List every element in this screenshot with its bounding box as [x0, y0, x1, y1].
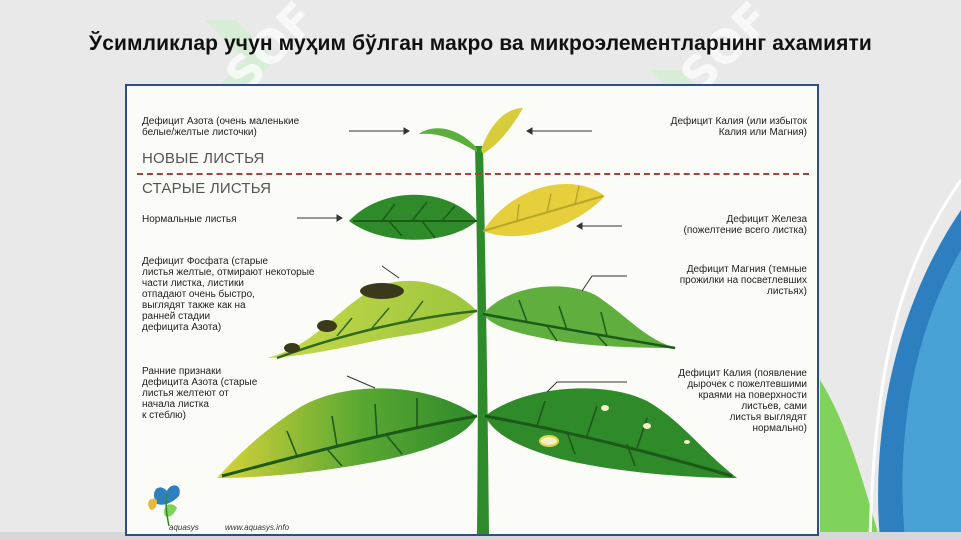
- leaf-iron-deficiency: [482, 183, 605, 237]
- plant-deficiency-figure: НОВЫЕ ЛИСТЬЯ СТАРЫЕ ЛИСТЬЯ Дефицит Азота…: [125, 84, 819, 536]
- plant-illustration: [148, 108, 737, 534]
- slide-title: Ўсимликлар учун муҳим бўлган макро ва ми…: [89, 32, 872, 55]
- leaf-magnesium-deficiency: [482, 286, 677, 350]
- label-nitrogen-deficiency: Дефицит Азота (очень маленькие белые/жел…: [142, 116, 300, 138]
- new-old-divider: [137, 173, 809, 175]
- plant-stem: [475, 146, 489, 534]
- decor-wave-green: [820, 380, 880, 540]
- pointer-phosphate: [381, 265, 400, 279]
- label-potassium-bottom: Дефицит Калия (появление дырочек с пожел…: [678, 368, 807, 434]
- label-early-nitrogen-deficiency: Ранние признаки дефицита Азота (старые л…: [142, 366, 258, 421]
- leaf-potassium-deficiency: [484, 388, 737, 478]
- zone-label-old: СТАРЫЕ ЛИСТЬЯ: [142, 180, 272, 197]
- pointer-nitrogen-early: [346, 375, 376, 389]
- pointer-magnesium: [581, 275, 627, 292]
- label-iron-deficiency: Дефицит Железа (пожелтение всего листка): [683, 214, 807, 236]
- label-phosphate-deficiency: Дефицит Фосфата (старые листья желтые, о…: [142, 256, 315, 333]
- pointer-potassium-bottom: [546, 381, 627, 393]
- zone-label-new: НОВЫЕ ЛИСТЬЯ: [142, 150, 265, 167]
- logo-url: www.aquasys.info: [225, 523, 290, 532]
- leaf-phosphate-deficiency: [267, 280, 478, 360]
- leaf-new-left: [419, 128, 477, 152]
- leaf-new-right: [481, 108, 523, 154]
- aquasys-logo: [148, 485, 180, 527]
- label-potassium-top: Дефицит Калия (или избыток Калия или Маг…: [670, 116, 807, 138]
- leaf-early-nitrogen-deficiency: [217, 388, 478, 478]
- label-magnesium-deficiency: Дефицит Магния (темные прожилки на посве…: [679, 264, 807, 297]
- label-normal-leaves: Нормальные листья: [142, 214, 237, 225]
- leaf-normal: [349, 194, 477, 240]
- logo-name: aquasys: [169, 523, 199, 532]
